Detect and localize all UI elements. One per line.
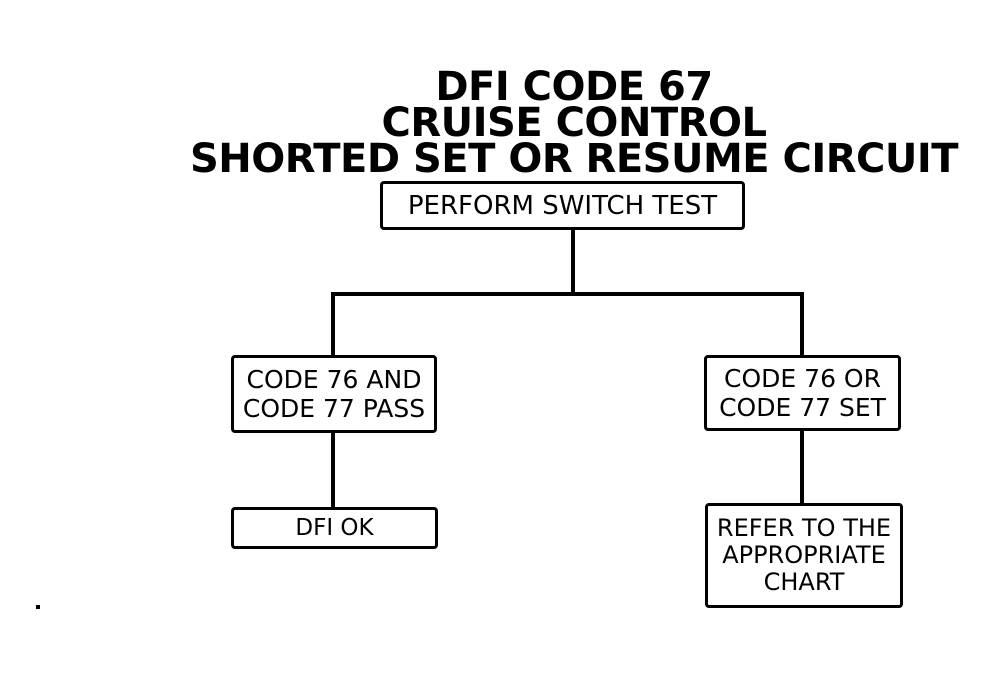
connector-left-drop xyxy=(331,292,335,356)
node-label: CODE 77 SET xyxy=(719,393,886,422)
node-dfi-ok: DFI OK xyxy=(231,507,438,549)
connector-branch-bar xyxy=(331,292,804,296)
connector-right-drop xyxy=(800,292,804,356)
node-perform-switch-test: PERFORM SWITCH TEST xyxy=(380,181,745,230)
node-label: PERFORM SWITCH TEST xyxy=(407,190,718,221)
node-refer-to-chart: REFER TO THE APPROPRIATE CHART xyxy=(705,503,903,608)
node-label: CODE 76 OR xyxy=(724,364,881,393)
connector-set-to-refer xyxy=(800,429,804,504)
title-line-2: CRUISE CONTROL xyxy=(381,100,768,146)
scan-speck xyxy=(36,605,40,609)
title-line-1: DFI CODE 67 xyxy=(435,64,713,110)
node-label: CODE 77 PASS xyxy=(242,394,426,423)
node-label: CHART xyxy=(763,568,845,596)
title-line-3: SHORTED SET OR RESUME CIRCUIT xyxy=(189,136,959,182)
node-code-76-or-77-set: CODE 76 OR CODE 77 SET xyxy=(704,355,901,431)
node-label: DFI OK xyxy=(295,515,374,541)
node-label: REFER TO THE xyxy=(716,514,892,542)
node-label: APPROPRIATE xyxy=(722,541,886,569)
page-title: DFI CODE 67 CRUISE CONTROL SHORTED SET O… xyxy=(189,64,959,182)
node-code-76-and-77-pass: CODE 76 AND CODE 77 PASS xyxy=(231,355,437,433)
node-label: CODE 76 AND xyxy=(246,365,422,394)
connector-stem xyxy=(571,228,575,295)
connector-pass-to-dfiok xyxy=(331,431,335,508)
